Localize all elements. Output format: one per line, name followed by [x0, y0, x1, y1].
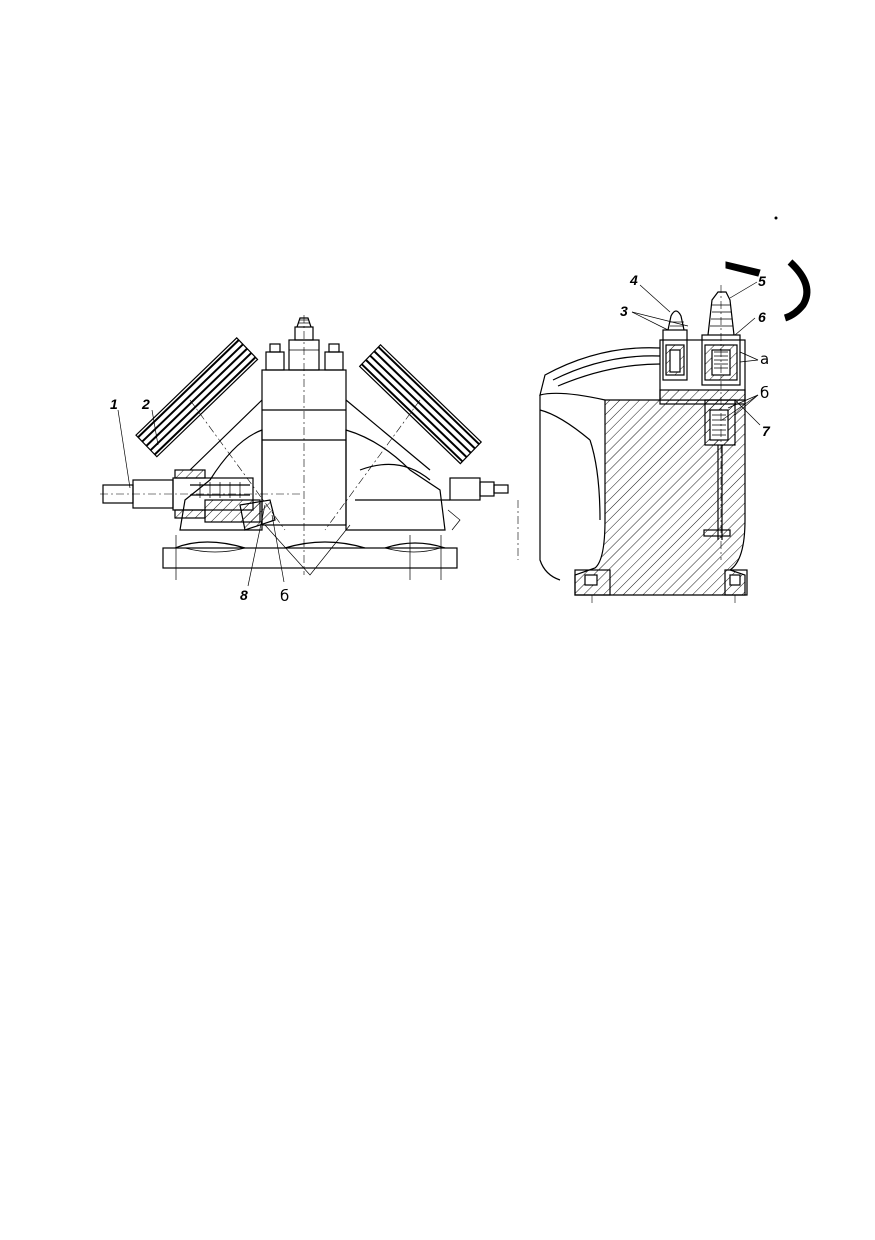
suction-valve — [662, 310, 688, 381]
callout-8: 8 — [240, 587, 248, 603]
callout-4: 4 — [629, 272, 638, 288]
left-view-compressor-block — [100, 315, 519, 580]
callout-3: 3 — [620, 303, 628, 319]
left-valve-assembly — [100, 469, 300, 531]
callout-7: 7 — [762, 423, 771, 439]
right-cylinder — [324, 343, 509, 531]
discharge-valve — [701, 291, 741, 540]
left-view-leaders — [117, 409, 285, 587]
callout-b-left: б — [280, 587, 289, 605]
callout-5: 5 — [758, 273, 766, 289]
callout-a: а — [760, 350, 769, 368]
callout-1: 1 — [110, 396, 118, 412]
left-cylinder — [135, 336, 286, 531]
callout-b-right: б — [760, 384, 769, 402]
scan-artifact-curve — [783, 259, 811, 322]
scan-artifact-dot — [774, 216, 778, 220]
callout-2: 2 — [141, 396, 150, 412]
callout-6: 6 — [758, 309, 766, 325]
right-view-leaders — [631, 281, 761, 426]
right-view-crankcase — [539, 285, 748, 605]
scan-artifact-mark — [725, 261, 761, 277]
